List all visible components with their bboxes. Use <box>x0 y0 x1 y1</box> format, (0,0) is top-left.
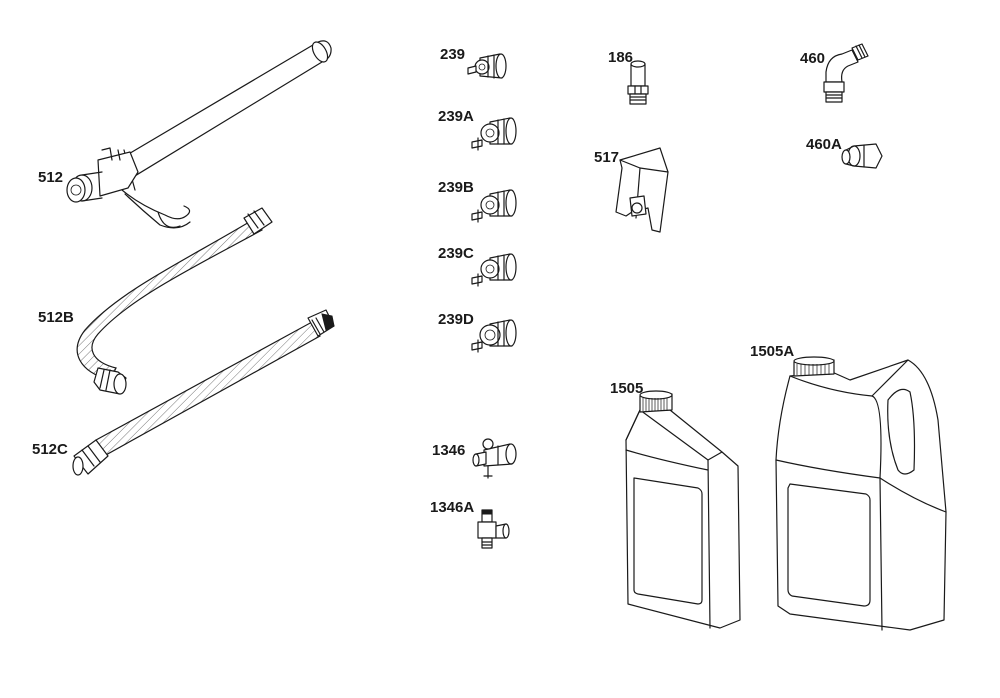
part-1346-drawing <box>472 438 517 479</box>
label-460: 460 <box>800 50 825 67</box>
part-1505A-drawing <box>775 356 947 631</box>
label-1505A: 1505A <box>750 343 794 360</box>
label-239C: 239C <box>438 245 474 262</box>
part-1346A-drawing <box>477 509 510 549</box>
label-239D: 239D <box>438 311 474 328</box>
part-460A-drawing <box>841 143 883 169</box>
label-239A: 239A <box>438 108 474 125</box>
label-1346: 1346 <box>432 442 465 459</box>
label-512B: 512B <box>38 309 74 326</box>
label-460A: 460A <box>806 136 842 153</box>
label-512C: 512C <box>32 441 68 458</box>
part-239B-drawing <box>471 189 517 223</box>
part-239-drawing <box>467 53 507 79</box>
part-460-drawing <box>823 43 869 103</box>
label-239: 239 <box>440 46 465 63</box>
label-517: 517 <box>594 149 619 166</box>
part-186-drawing <box>627 60 649 105</box>
part-512-drawing <box>66 40 332 229</box>
label-1505: 1505 <box>610 380 643 397</box>
part-1505-drawing <box>625 390 741 629</box>
label-512: 512 <box>38 169 63 186</box>
part-239A-drawing <box>471 117 517 151</box>
part-512C-drawing <box>72 309 335 476</box>
part-239C-drawing <box>471 253 517 287</box>
label-186: 186 <box>608 49 633 66</box>
part-517-drawing <box>615 147 669 233</box>
part-512B-drawing <box>76 207 273 395</box>
label-1346A: 1346A <box>430 499 474 516</box>
label-239B: 239B <box>438 179 474 196</box>
part-239D-drawing <box>471 319 517 353</box>
